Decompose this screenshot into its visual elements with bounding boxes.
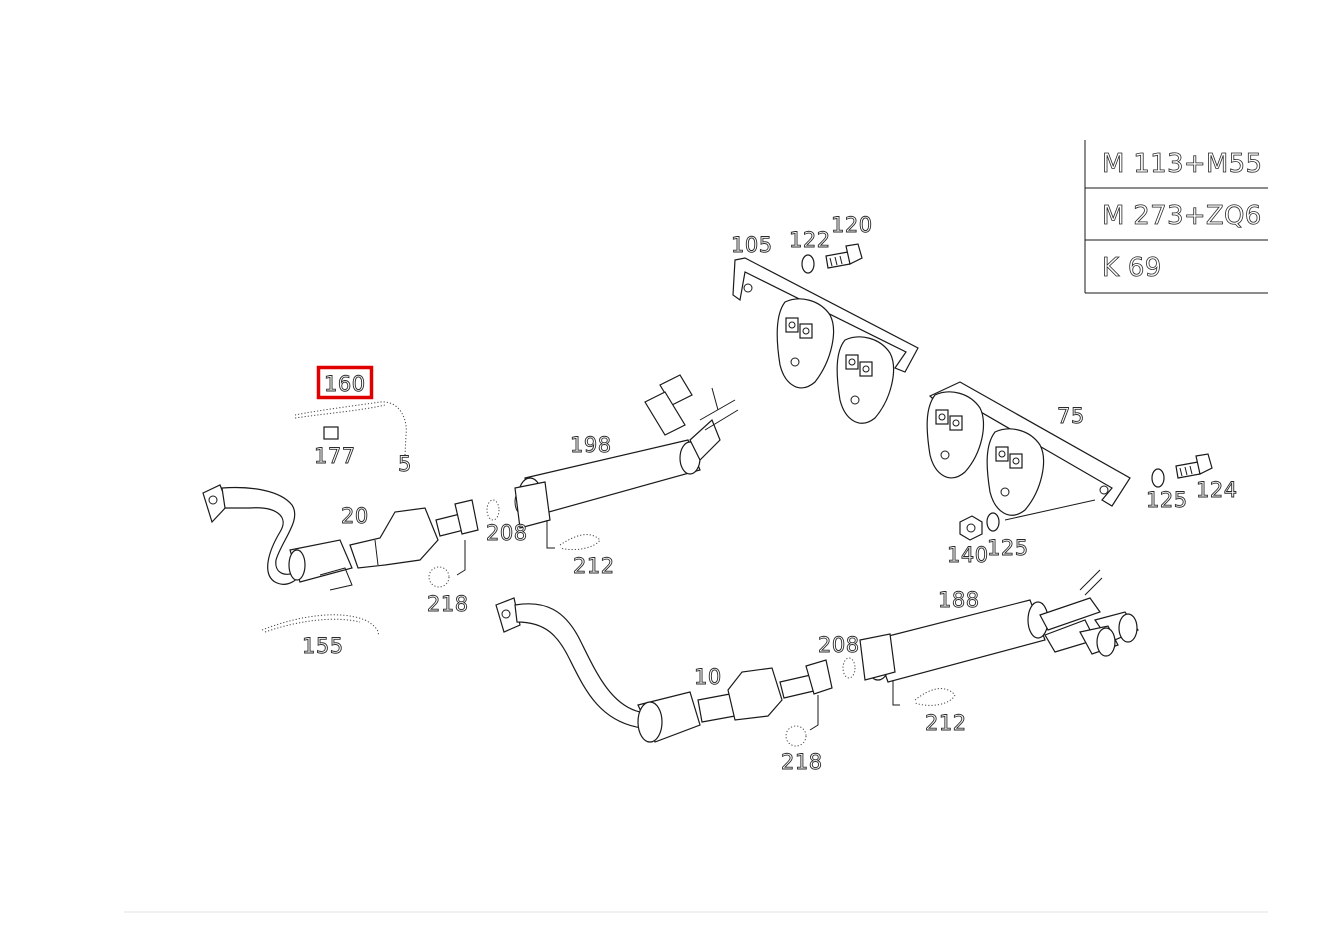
- part-label-212-lower[interactable]: 212: [925, 711, 967, 736]
- clamp-212-upper: [559, 534, 601, 551]
- hanger-bracket-75: [926, 381, 1131, 521]
- bolt-120: [825, 243, 863, 269]
- sensor-155: [261, 614, 379, 636]
- clamp-212-lower: [914, 688, 956, 706]
- part-label-105[interactable]: 105: [731, 233, 773, 258]
- washer-122: [801, 254, 815, 274]
- part-label-5[interactable]: 5: [398, 452, 412, 477]
- oxygen-sensor-160: [294, 401, 407, 456]
- gasket-208-upper: [486, 499, 500, 521]
- nut-140: [959, 515, 983, 541]
- part-label-120[interactable]: 120: [831, 213, 873, 238]
- part-label-212-upper[interactable]: 212: [573, 554, 615, 579]
- part-label-208-upper[interactable]: 208: [486, 521, 528, 546]
- part-label-20[interactable]: 20: [341, 504, 369, 529]
- part-label-75[interactable]: 75: [1057, 404, 1085, 429]
- part-label-125-lower[interactable]: 125: [987, 536, 1029, 561]
- part-label-122[interactable]: 122: [789, 228, 831, 253]
- part-label-155[interactable]: 155: [302, 634, 344, 659]
- part-label-124[interactable]: 124: [1196, 478, 1238, 503]
- selected-part-highlight: [316, 365, 374, 400]
- rear-silencer-188: [859, 569, 1139, 706]
- part-label-140[interactable]: 140: [947, 543, 989, 568]
- bolt-124: [1175, 453, 1213, 479]
- part-label-188[interactable]: 188: [938, 588, 980, 613]
- part-labels: 160 177 5 20 155 218 208 212 198 105 122…: [302, 213, 1238, 775]
- model-legend: M 113+M55 M 273+ZQ6 K 69: [1084, 140, 1268, 294]
- legend-row-2: M 273+ZQ6: [1102, 201, 1262, 231]
- legend-row-3: K 69: [1102, 253, 1162, 283]
- washer-125-lower: [986, 512, 1000, 532]
- part-label-218-upper[interactable]: 218: [427, 592, 469, 617]
- part-label-10[interactable]: 10: [694, 665, 722, 690]
- middle-silencer-198: [514, 374, 739, 549]
- gasket-208-lower: [842, 657, 856, 679]
- front-pipe-assembly-20: [202, 484, 479, 591]
- part-label-218-lower[interactable]: 218: [781, 750, 823, 775]
- clip-177: [323, 426, 339, 440]
- part-label-177[interactable]: 177: [314, 444, 356, 469]
- clamp-218-lower: [785, 725, 807, 747]
- part-label-125-right[interactable]: 125: [1146, 488, 1188, 513]
- clamp-218-upper: [428, 566, 450, 588]
- front-pipe-assembly-10: [495, 597, 833, 743]
- hanger-bracket-105: [732, 257, 919, 424]
- washer-125-right: [1151, 468, 1165, 488]
- legend-row-1: M 113+M55: [1102, 149, 1262, 179]
- part-label-208-lower[interactable]: 208: [818, 633, 860, 658]
- part-label-198[interactable]: 198: [570, 433, 612, 458]
- part-label-160[interactable]: 160: [324, 372, 366, 397]
